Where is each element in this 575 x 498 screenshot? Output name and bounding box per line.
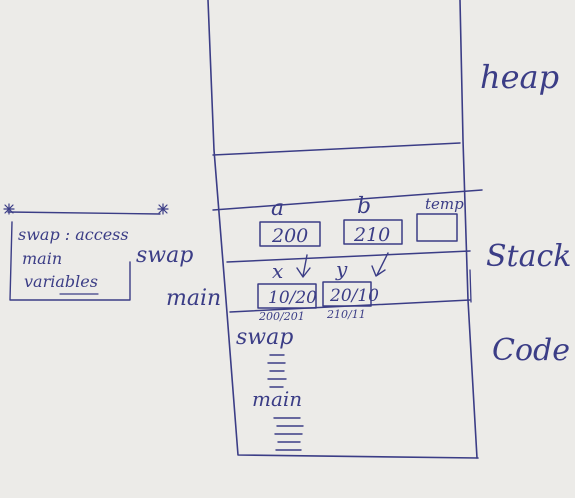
var-name-temp: temp — [425, 195, 464, 213]
pointer-arrow-a-x — [296, 254, 311, 278]
main-code-lines — [273, 417, 304, 451]
var-value-b: 210 — [353, 224, 390, 246]
note-line-1: swap : access — [18, 225, 129, 244]
note-star-right — [157, 203, 169, 215]
code-main-label: main — [252, 387, 302, 411]
var-address-x: 200/201 — [258, 310, 305, 323]
memory-column — [207, 0, 479, 459]
main-frame-label: main — [166, 286, 221, 311]
code-section: swap main — [236, 325, 304, 451]
pointer-arrow-b-y — [371, 252, 389, 277]
heap-label: heap — [480, 58, 559, 96]
stack-top-divider — [212, 189, 483, 211]
var-name-a: a — [271, 196, 284, 221]
var-name-y: y — [335, 257, 348, 281]
note-line-3: variables — [24, 272, 98, 291]
code-swap-label: swap — [236, 325, 293, 350]
note-bracket — [7, 211, 161, 301]
var-value-x: 10/20 — [268, 288, 317, 308]
stack-label: Stack — [486, 239, 571, 274]
var-box-a — [259, 221, 321, 247]
var-value-a: 200 — [271, 225, 308, 247]
heap-divider — [212, 142, 461, 156]
swap-frame: a b temp 200 210 — [259, 194, 464, 247]
swap-frame-label: swap — [136, 243, 193, 268]
frame-divider — [226, 250, 471, 263]
var-box-x — [257, 283, 317, 309]
note-star-left — [3, 203, 15, 215]
code-label: Code — [492, 333, 570, 368]
var-address-y: 210/11 — [326, 308, 366, 321]
var-name-x: x — [272, 259, 283, 283]
var-value-y: 20/10 — [329, 286, 379, 306]
var-name-b: b — [357, 194, 371, 219]
swap-code-lines — [267, 354, 287, 388]
var-box-b — [343, 219, 403, 245]
note-line-2: main — [22, 249, 62, 268]
main-frame: x y 10/20 200/201 20/10 210/11 — [257, 252, 389, 323]
side-note: swap : access main variables — [3, 203, 169, 301]
var-box-y — [322, 281, 372, 307]
var-box-temp — [416, 213, 458, 242]
